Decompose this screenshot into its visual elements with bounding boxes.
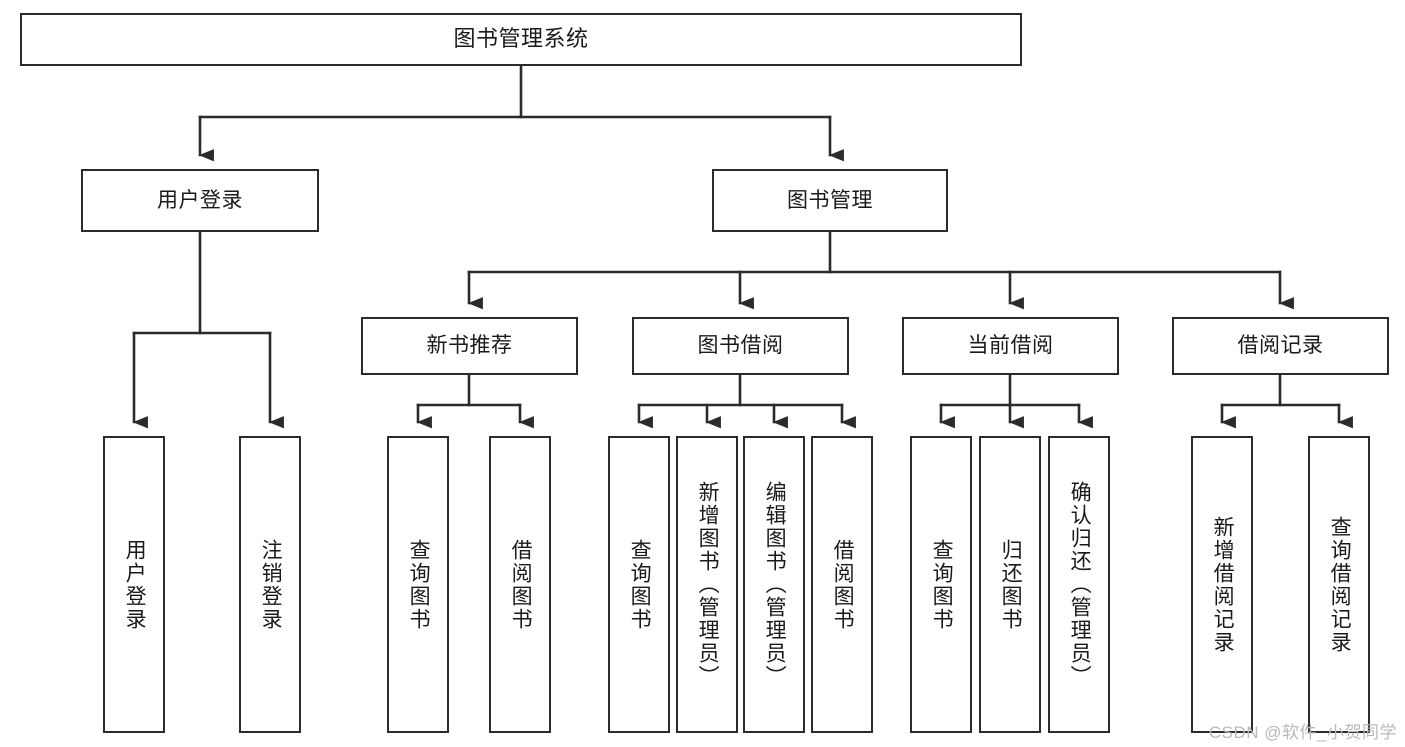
node-current-borrow[interactable]: 当前借阅 <box>902 317 1119 375</box>
node-book-borrow-label: 图书借阅 <box>697 334 784 358</box>
node-leaf-return-book-label: 归还图书 <box>999 538 1023 631</box>
node-root[interactable]: 图书管理系统 <box>20 13 1022 66</box>
node-new-book-recommend[interactable]: 新书推荐 <box>361 317 578 375</box>
node-leaf-borrow-book-2[interactable]: 借阅图书 <box>811 436 873 733</box>
node-leaf-return-book[interactable]: 归还图书 <box>979 436 1041 733</box>
node-leaf-borrow-book-1[interactable]: 借阅图书 <box>489 436 551 733</box>
node-leaf-query-book-1[interactable]: 查询图书 <box>387 436 449 733</box>
node-root-label: 图书管理系统 <box>453 26 589 52</box>
node-new-book-recommend-label: 新书推荐 <box>426 334 513 358</box>
node-leaf-user-login[interactable]: 用户登录 <box>103 436 165 733</box>
node-leaf-add-record-label: 新增借阅记录 <box>1211 515 1235 654</box>
watermark-text: CSDN @软件_小贺同学 <box>1208 723 1397 742</box>
node-leaf-query-book-3[interactable]: 查询图书 <box>910 436 972 733</box>
node-leaf-edit-book-label: 编辑图书（管理员） <box>763 481 787 688</box>
node-leaf-query-book-2[interactable]: 查询图书 <box>608 436 670 733</box>
node-leaf-edit-book[interactable]: 编辑图书（管理员） <box>743 436 805 733</box>
node-leaf-confirm-return-label: 确认归还（管理员） <box>1068 481 1092 688</box>
node-current-borrow-label: 当前借阅 <box>967 334 1054 358</box>
node-borrow-record[interactable]: 借阅记录 <box>1172 317 1389 375</box>
node-leaf-query-book-2-label: 查询图书 <box>628 538 652 631</box>
node-leaf-confirm-return[interactable]: 确认归还（管理员） <box>1048 436 1110 733</box>
node-book-management-label: 图书管理 <box>787 188 873 212</box>
node-leaf-logout-label: 注销登录 <box>259 538 283 631</box>
node-leaf-add-record[interactable]: 新增借阅记录 <box>1191 436 1253 733</box>
node-book-management[interactable]: 图书管理 <box>712 169 948 232</box>
node-leaf-query-book-3-label: 查询图书 <box>930 538 954 631</box>
node-leaf-query-book-1-label: 查询图书 <box>407 538 431 631</box>
node-book-borrow[interactable]: 图书借阅 <box>632 317 849 375</box>
node-leaf-user-login-label: 用户登录 <box>123 538 147 631</box>
node-borrow-record-label: 借阅记录 <box>1237 334 1324 358</box>
node-leaf-query-record[interactable]: 查询借阅记录 <box>1308 436 1370 733</box>
node-user-login-label: 用户登录 <box>157 188 243 212</box>
node-leaf-borrow-book-1-label: 借阅图书 <box>509 538 533 631</box>
node-leaf-add-book-label: 新增图书（管理员） <box>696 481 720 688</box>
node-leaf-logout[interactable]: 注销登录 <box>239 436 301 733</box>
node-user-login[interactable]: 用户登录 <box>81 169 319 232</box>
node-leaf-borrow-book-2-label: 借阅图书 <box>831 538 855 631</box>
node-leaf-query-record-label: 查询借阅记录 <box>1328 515 1352 654</box>
node-leaf-add-book[interactable]: 新增图书（管理员） <box>676 436 738 733</box>
